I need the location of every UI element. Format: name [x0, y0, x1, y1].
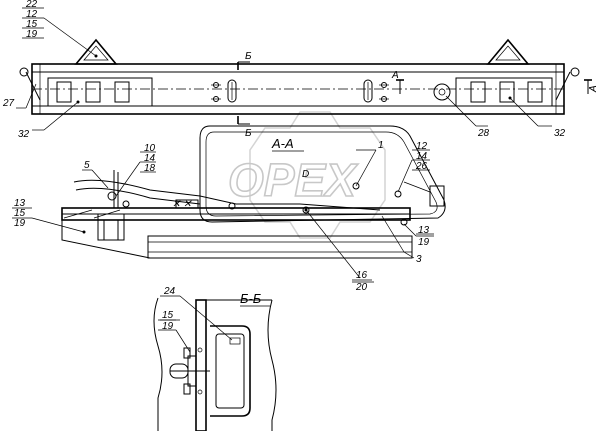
warning-triangle-left [74, 38, 118, 65]
callout-19-detail: 19 [162, 321, 174, 332]
callout-12: 12 [26, 9, 38, 20]
callout-26: 26 [415, 161, 428, 172]
callout-32-left: 32 [18, 129, 30, 140]
callout-12-right: 12 [416, 141, 428, 152]
section-a-a: ✕ ✕ D [61, 125, 446, 259]
svg-text:D: D [302, 169, 309, 180]
left-hinge-eye [19, 67, 29, 77]
section-b-b [153, 297, 277, 431]
warning-triangle-right [486, 38, 530, 65]
cut-line-a: А А [391, 70, 599, 94]
callout-28: 28 [477, 128, 490, 139]
callout-27: 27 [2, 98, 15, 109]
watermark-text: OPEX [228, 154, 358, 206]
leaders-top [16, 7, 552, 131]
callout-13-left: 13 [14, 198, 26, 209]
callout-24: 24 [163, 286, 176, 297]
mount-slot-right [363, 79, 389, 103]
callout-19-right: 19 [418, 237, 430, 248]
watermark: OPEX [227, 111, 386, 239]
callout-18: 18 [144, 163, 156, 174]
callout-32-right: 32 [554, 128, 566, 139]
callout-3: 3 [416, 254, 422, 265]
callout-14-right: 14 [416, 151, 428, 162]
mount-slot-left [211, 79, 237, 103]
cut-line-b: Б Б [237, 51, 252, 139]
callouts: 22 12 15 19 27 32 28 32 10 14 18 5 13 15… [2, 0, 566, 332]
section-a-a-title: А-А [271, 136, 294, 151]
cut-a-right-label: А [588, 85, 599, 93]
callout-19: 19 [26, 29, 38, 40]
leaders-section-a [12, 149, 434, 281]
callout-15-left: 15 [14, 208, 26, 219]
callout-14: 14 [144, 153, 156, 164]
callout-13-right: 13 [418, 225, 430, 236]
svg-text:✕ ✕: ✕ ✕ [172, 199, 192, 210]
callout-5: 5 [84, 160, 90, 171]
callout-20: 20 [355, 282, 368, 293]
callout-10: 10 [144, 143, 156, 154]
round-lamp [433, 83, 451, 101]
callout-16: 16 [356, 270, 368, 281]
callout-15: 15 [26, 19, 38, 30]
callout-underlines [160, 233, 434, 321]
callout-19-left: 19 [14, 218, 26, 229]
callout-15-detail: 15 [162, 310, 174, 321]
callout-1: 1 [378, 140, 384, 151]
cut-b-top-label: Б [245, 51, 252, 62]
cut-b-bottom-label: Б [245, 128, 252, 139]
cut-a-left-label: А [391, 70, 399, 81]
right-light-panel [433, 77, 553, 107]
left-light-panel [47, 77, 153, 107]
section-b-b-title: Б-Б [240, 291, 262, 306]
callout-22: 22 [25, 0, 38, 10]
right-hinge-eye [570, 67, 580, 77]
